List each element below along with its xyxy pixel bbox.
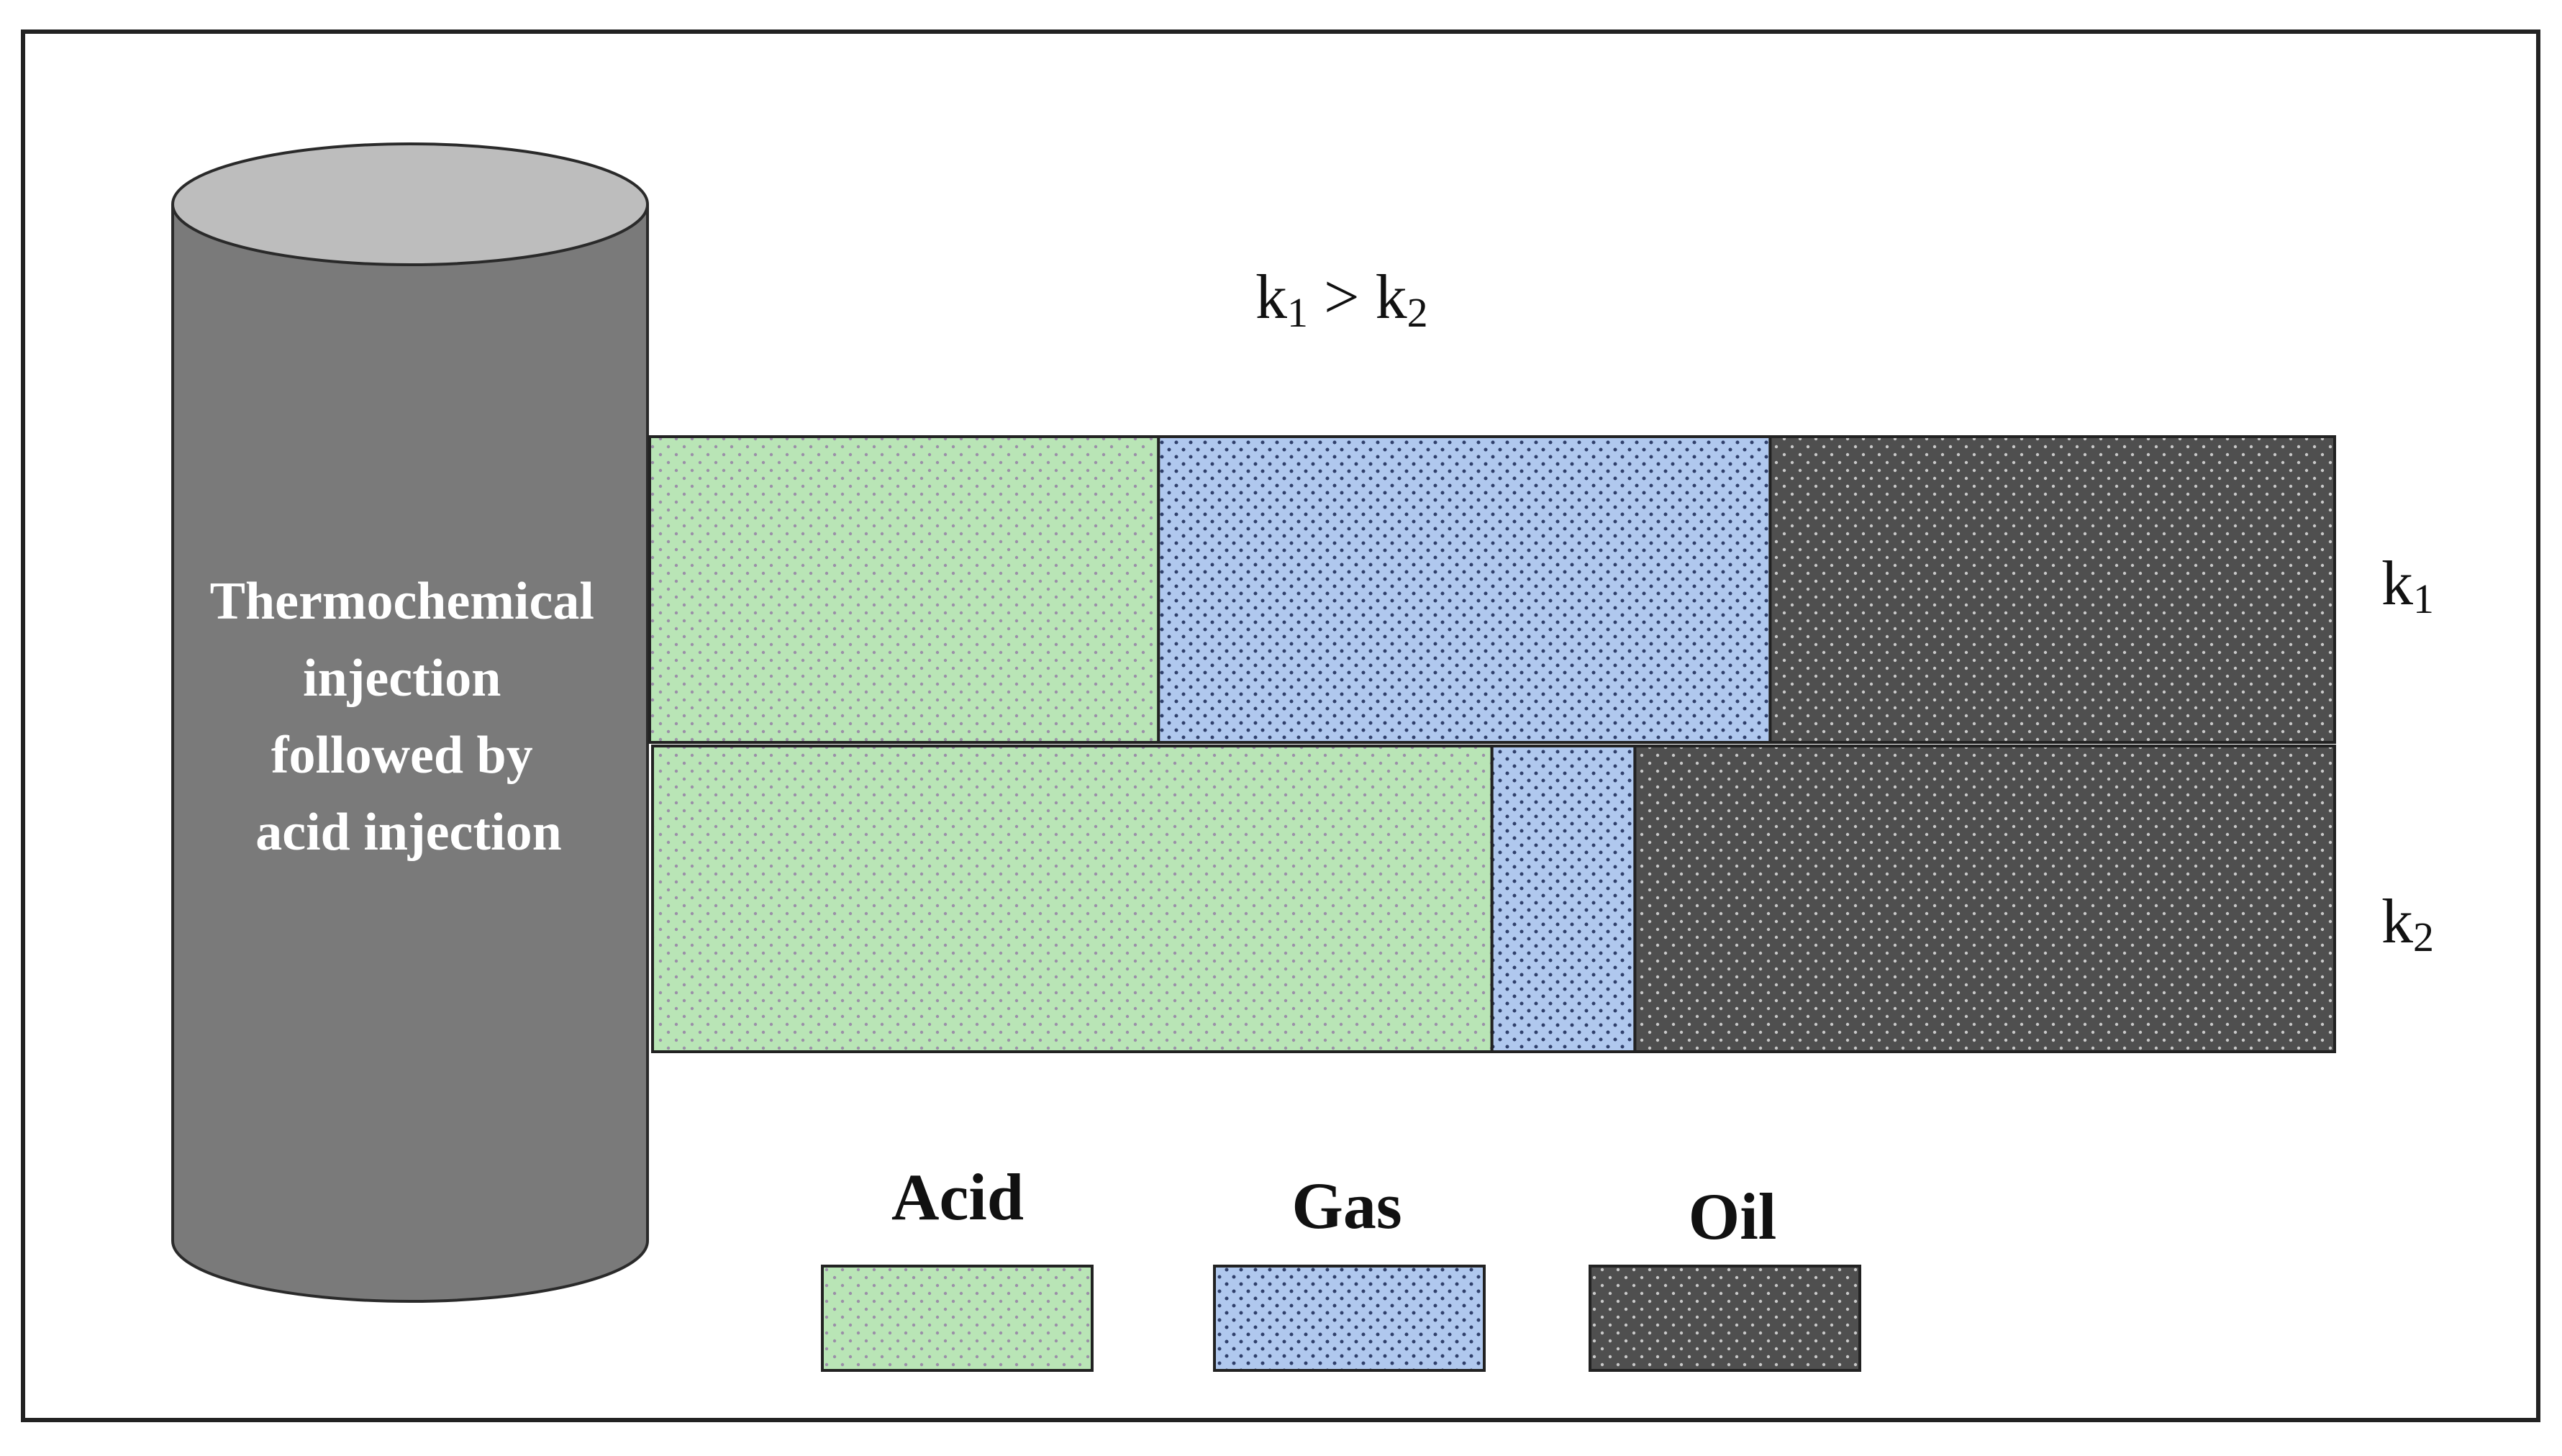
wellbore-caption-line: acid injection [255, 803, 561, 862]
layer-2-gas-segment [1490, 745, 1637, 1053]
wellbore-top [171, 142, 649, 266]
wellbore-body [171, 204, 649, 1303]
wellbore-caption-line: Thermochemical [210, 572, 594, 631]
legend-label-oil: Oil [1689, 1180, 1777, 1253]
layer-2-acid-segment [651, 745, 1494, 1053]
layer-1-oil-segment [1768, 435, 2336, 744]
wellbore-caption: Thermochemical injection followed by aci… [210, 572, 608, 862]
layer-label-base: k [2381, 549, 2413, 619]
layer-2-oil-segment [1633, 745, 2336, 1053]
layer-1-acid-segment [648, 435, 1160, 744]
permeability-relation: k1 > k2 [1255, 263, 1428, 336]
wellbore-cylinder: Thermochemical injection followed by aci… [171, 142, 649, 1303]
layer-label-sub: 2 [2413, 914, 2434, 960]
relation-right-base: k [1376, 263, 1407, 332]
wellbore-caption-line: injection [303, 649, 501, 708]
legend-swatch-acid [821, 1265, 1094, 1372]
layer-label-sub: 1 [2413, 575, 2434, 622]
layer-label-base: k [2381, 887, 2413, 957]
relation-left-base: k [1255, 263, 1287, 332]
legend-label-acid: Acid [891, 1160, 1024, 1234]
legend-swatch-gas [1213, 1265, 1486, 1372]
relation-right-sub: 2 [1407, 289, 1428, 336]
layer-label-k2: k2 [2381, 887, 2434, 960]
relation-left-sub: 1 [1287, 289, 1308, 336]
layers-group [648, 435, 2336, 1053]
legend-label-gas: Gas [1291, 1169, 1402, 1242]
layer-label-k1: k1 [2381, 549, 2434, 622]
legend-swatch-oil [1589, 1265, 1861, 1372]
layer-1-gas-segment [1157, 435, 1772, 744]
wellbore-caption-line: followed by [271, 726, 533, 785]
legend: Acid Gas Oil [821, 1160, 1861, 1372]
relation-operator: > [1308, 263, 1376, 332]
